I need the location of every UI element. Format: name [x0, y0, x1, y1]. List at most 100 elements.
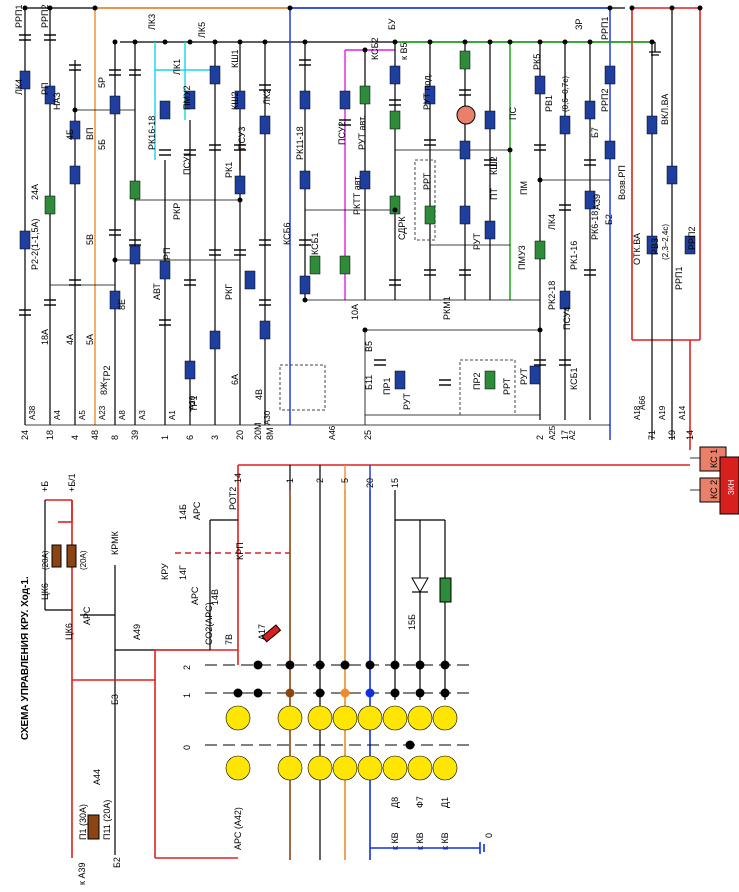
- label-rp-2: РП: [162, 248, 172, 260]
- label-ksb6: КСБ6: [282, 222, 292, 245]
- label-14v: 14В: [210, 589, 220, 605]
- coil-26: [646, 115, 658, 135]
- junction-dot-32: [237, 197, 243, 203]
- wire-tag-А20: А20: [188, 395, 197, 410]
- pos2-dot-0: [253, 660, 263, 670]
- controller-drum-lower-4: [357, 755, 383, 781]
- junction-group: [22, 5, 703, 333]
- label-lk1: ЛК1: [172, 59, 182, 75]
- cwn-5: 5: [340, 478, 350, 483]
- wire-number-48: 48: [90, 430, 100, 440]
- label-p11: П11 (20А): [102, 800, 112, 840]
- relay-kc2-label: КС 2: [709, 480, 719, 499]
- label-b2: Б2: [112, 857, 122, 868]
- contact-14: [459, 89, 471, 96]
- coil-6: [184, 90, 196, 110]
- label-rkr: РКР: [172, 203, 182, 220]
- wire-number-4: 4: [70, 435, 80, 440]
- coil-44: [459, 205, 471, 225]
- label-rk5: РК5: [532, 54, 542, 70]
- coil-22: [559, 115, 571, 135]
- wire-number-20М: 20М: [253, 422, 263, 440]
- label-psu2: ПСУ2: [337, 122, 347, 145]
- junction-dot-7: [212, 39, 218, 45]
- label-6a: 6А: [230, 374, 240, 385]
- fuse-20a-1-label: (20А): [41, 550, 50, 570]
- label-arc2: АРС: [192, 501, 202, 520]
- label-ksh2-2: КШ2: [489, 157, 499, 176]
- pos1-dot-6: [390, 688, 400, 698]
- label-vkl-va: ВКЛ.ВА: [660, 94, 670, 125]
- label-ck6: ЦК6: [40, 583, 50, 600]
- wire-tag-А2: А2: [568, 430, 577, 440]
- pos1-dot-0: [233, 688, 243, 698]
- contact-1: [44, 34, 56, 41]
- label-4a: 4А: [65, 334, 75, 345]
- coil-33: [109, 290, 121, 310]
- cwn-2: 2: [315, 478, 325, 483]
- contact-20: [129, 239, 141, 246]
- label-ck6-2: ЦК6: [64, 623, 74, 640]
- controller-drum-upper-7: [432, 705, 458, 731]
- coil-53: [309, 255, 321, 275]
- controller-bottom-labels: АРС (А42) к КВ Д8 к КВ Ф7 к КВ Д1 0: [233, 796, 494, 850]
- wire-tag-А66: А66: [638, 395, 647, 410]
- fuse-20a-2-label: (20А): [79, 550, 88, 570]
- relay-box-group: КС 1 КС 2 ЗКН: [690, 446, 739, 515]
- junction-dot-3: [112, 39, 118, 45]
- label-krp: КРП: [235, 542, 245, 560]
- label-b7: Б7: [590, 127, 600, 138]
- label-rv1: РВ1: [544, 95, 554, 112]
- label-rv3: РВ3: [650, 238, 660, 255]
- fuse-a17-label: А17: [257, 624, 267, 640]
- relay-zkh: [719, 456, 739, 515]
- wire-number-14: 14: [685, 430, 695, 440]
- controller-drum-upper-1: [277, 705, 303, 731]
- controller-drum-lower-6: [407, 755, 433, 781]
- junction-dot-12: [362, 47, 368, 53]
- cwn-1: 1: [285, 478, 295, 483]
- coil-1: [44, 85, 56, 105]
- bottom-arc-a42: АРС (А42): [233, 807, 243, 850]
- contact-23: [234, 249, 246, 256]
- junction-dot-20: [587, 39, 593, 45]
- wire-number-2: 2: [535, 435, 545, 440]
- dashed-box-1: [279, 364, 326, 411]
- label-lk4: ЛК4: [14, 79, 24, 95]
- junction-dot-30: [537, 327, 543, 333]
- wire-number-39: 39: [130, 430, 140, 440]
- bottom-kv-1: к КВ: [390, 832, 400, 850]
- coil-11: [299, 90, 311, 110]
- junction-dot-34: [72, 107, 78, 113]
- label-rut-3: РУТ: [519, 367, 529, 385]
- label-4b: 4Б: [65, 129, 75, 140]
- controller-drum-lower-7: [432, 755, 458, 781]
- page-title: СХЕМА УПРАВЛЕНИЯ КРУ. Ход-1.: [20, 576, 31, 740]
- wire-tag-А25: А25: [548, 425, 557, 440]
- junction-dot-2: [92, 5, 98, 11]
- contact-4: [129, 69, 141, 76]
- label-a39-2: А39: [592, 194, 602, 210]
- label-rv1-time: (0,6–0,7с): [561, 76, 570, 112]
- coil-13: [339, 90, 351, 110]
- label-plus-b1: +Б/1: [67, 473, 77, 492]
- contact-7: [209, 144, 221, 151]
- ground-bottom-icon: [370, 842, 485, 854]
- wire-tag-А1: А1: [168, 410, 177, 420]
- label-tr2: ТР2: [102, 365, 112, 382]
- label-24a: 24А: [30, 184, 40, 200]
- contact-31: [584, 269, 596, 276]
- contact-28: [459, 269, 471, 276]
- junction-dot-16: [487, 39, 493, 45]
- junction-dot-26: [507, 147, 513, 153]
- coil-27: [646, 235, 658, 255]
- wire-tag-А30: А30: [263, 410, 272, 425]
- coil-39: [299, 275, 311, 295]
- contact-37: [374, 359, 386, 366]
- controller-drum-upper-0: [225, 705, 251, 731]
- wire-number-25: 25: [363, 430, 373, 440]
- coil-40: [339, 255, 351, 275]
- wire-tag-А5: А5: [78, 410, 87, 420]
- junction-dot-19: [562, 39, 568, 45]
